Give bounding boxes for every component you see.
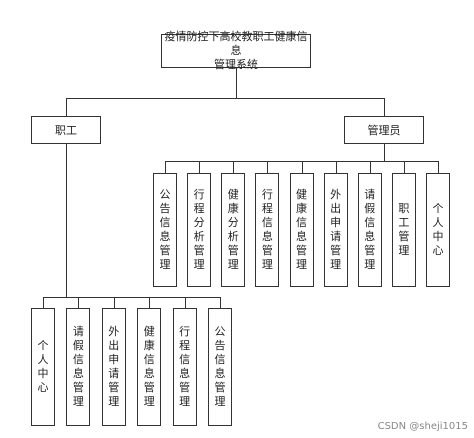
connector-to-admin — [384, 98, 385, 116]
connector-to-staff — [66, 98, 67, 116]
admin-leaf-label: 职工管理 — [398, 202, 410, 257]
staff-leaf-2: 外出申请管理 — [101, 308, 126, 426]
admin-connector-3 — [267, 161, 269, 173]
root-title-line1: 疫情防控下高校教职工健康信息 — [164, 30, 308, 57]
admin-leaf-1: 行程分析管理 — [187, 173, 212, 287]
admin-connector-4 — [301, 161, 303, 173]
watermark: CSDN @sheji1015 — [377, 421, 468, 432]
admin-connector-2 — [233, 161, 235, 173]
admin-leaf-label: 健康分析管理 — [227, 188, 239, 271]
admin-leaf-3: 行程信息管理 — [255, 173, 280, 287]
staff-leaf-label: 外出申请管理 — [108, 325, 120, 408]
connector-staff-down — [66, 144, 67, 297]
connector-admin-down — [384, 144, 385, 161]
admin-connector-6 — [369, 161, 371, 173]
staff-leaf-label: 行程信息管理 — [179, 325, 191, 408]
connector-level1-bar — [66, 98, 384, 99]
connector-root-down — [236, 68, 237, 98]
admin-connector-8 — [438, 161, 439, 173]
admin-label: 管理员 — [367, 124, 401, 137]
admin-connector-7 — [403, 161, 405, 173]
admin-connector-0 — [165, 161, 166, 173]
admin-connector-1 — [199, 161, 201, 173]
admin-leaf-label: 请假信息管理 — [364, 188, 376, 271]
staff-connector-2 — [113, 297, 115, 308]
admin-leaf-4: 健康信息管理 — [289, 173, 314, 287]
staff-leaf-label: 请假信息管理 — [72, 325, 84, 408]
admin-leaf-label: 外出申请管理 — [330, 188, 342, 271]
staff-leaf-label: 个人中心 — [37, 339, 49, 394]
connector-staff-bar — [43, 297, 220, 298]
admin-leaf-7: 职工管理 — [391, 173, 416, 287]
staff-leaf-0: 个人中心 — [31, 308, 55, 426]
staff-leaf-label: 健康信息管理 — [143, 325, 155, 408]
root-node: 疫情防控下高校教职工健康信息 管理系统 — [161, 30, 311, 71]
admin-leaf-label: 健康信息管理 — [296, 188, 307, 271]
staff-leaf-3: 健康信息管理 — [137, 308, 162, 426]
staff-connector-5 — [220, 297, 221, 308]
admin-leaf-5: 外出申请管理 — [323, 173, 348, 287]
staff-label: 职工 — [55, 124, 77, 137]
staff-leaf-1: 请假信息管理 — [66, 308, 91, 426]
staff-leaf-5: 公告信息管理 — [208, 308, 232, 426]
admin-leaf-8: 个人中心 — [426, 173, 450, 287]
admin-leaf-6: 请假信息管理 — [357, 173, 382, 287]
staff-leaf-4: 行程信息管理 — [172, 308, 197, 426]
staff-connector-3 — [149, 297, 151, 308]
admin-leaf-label: 个人中心 — [432, 202, 444, 257]
staff-leaf-label: 公告信息管理 — [214, 325, 226, 408]
admin-connector-5 — [335, 161, 337, 173]
root-title-line2: 管理系统 — [214, 58, 258, 71]
admin-leaf-label: 公告信息管理 — [159, 188, 171, 271]
staff-node: 职工 — [31, 116, 101, 144]
admin-leaf-2: 健康分析管理 — [221, 173, 246, 287]
staff-connector-1 — [78, 297, 80, 308]
admin-node: 管理员 — [344, 116, 424, 144]
staff-connector-4 — [184, 297, 186, 308]
admin-leaf-label: 行程信息管理 — [261, 188, 273, 271]
admin-leaf-0: 公告信息管理 — [153, 173, 177, 287]
admin-leaf-label: 行程分析管理 — [193, 188, 205, 271]
staff-connector-0 — [43, 297, 44, 308]
